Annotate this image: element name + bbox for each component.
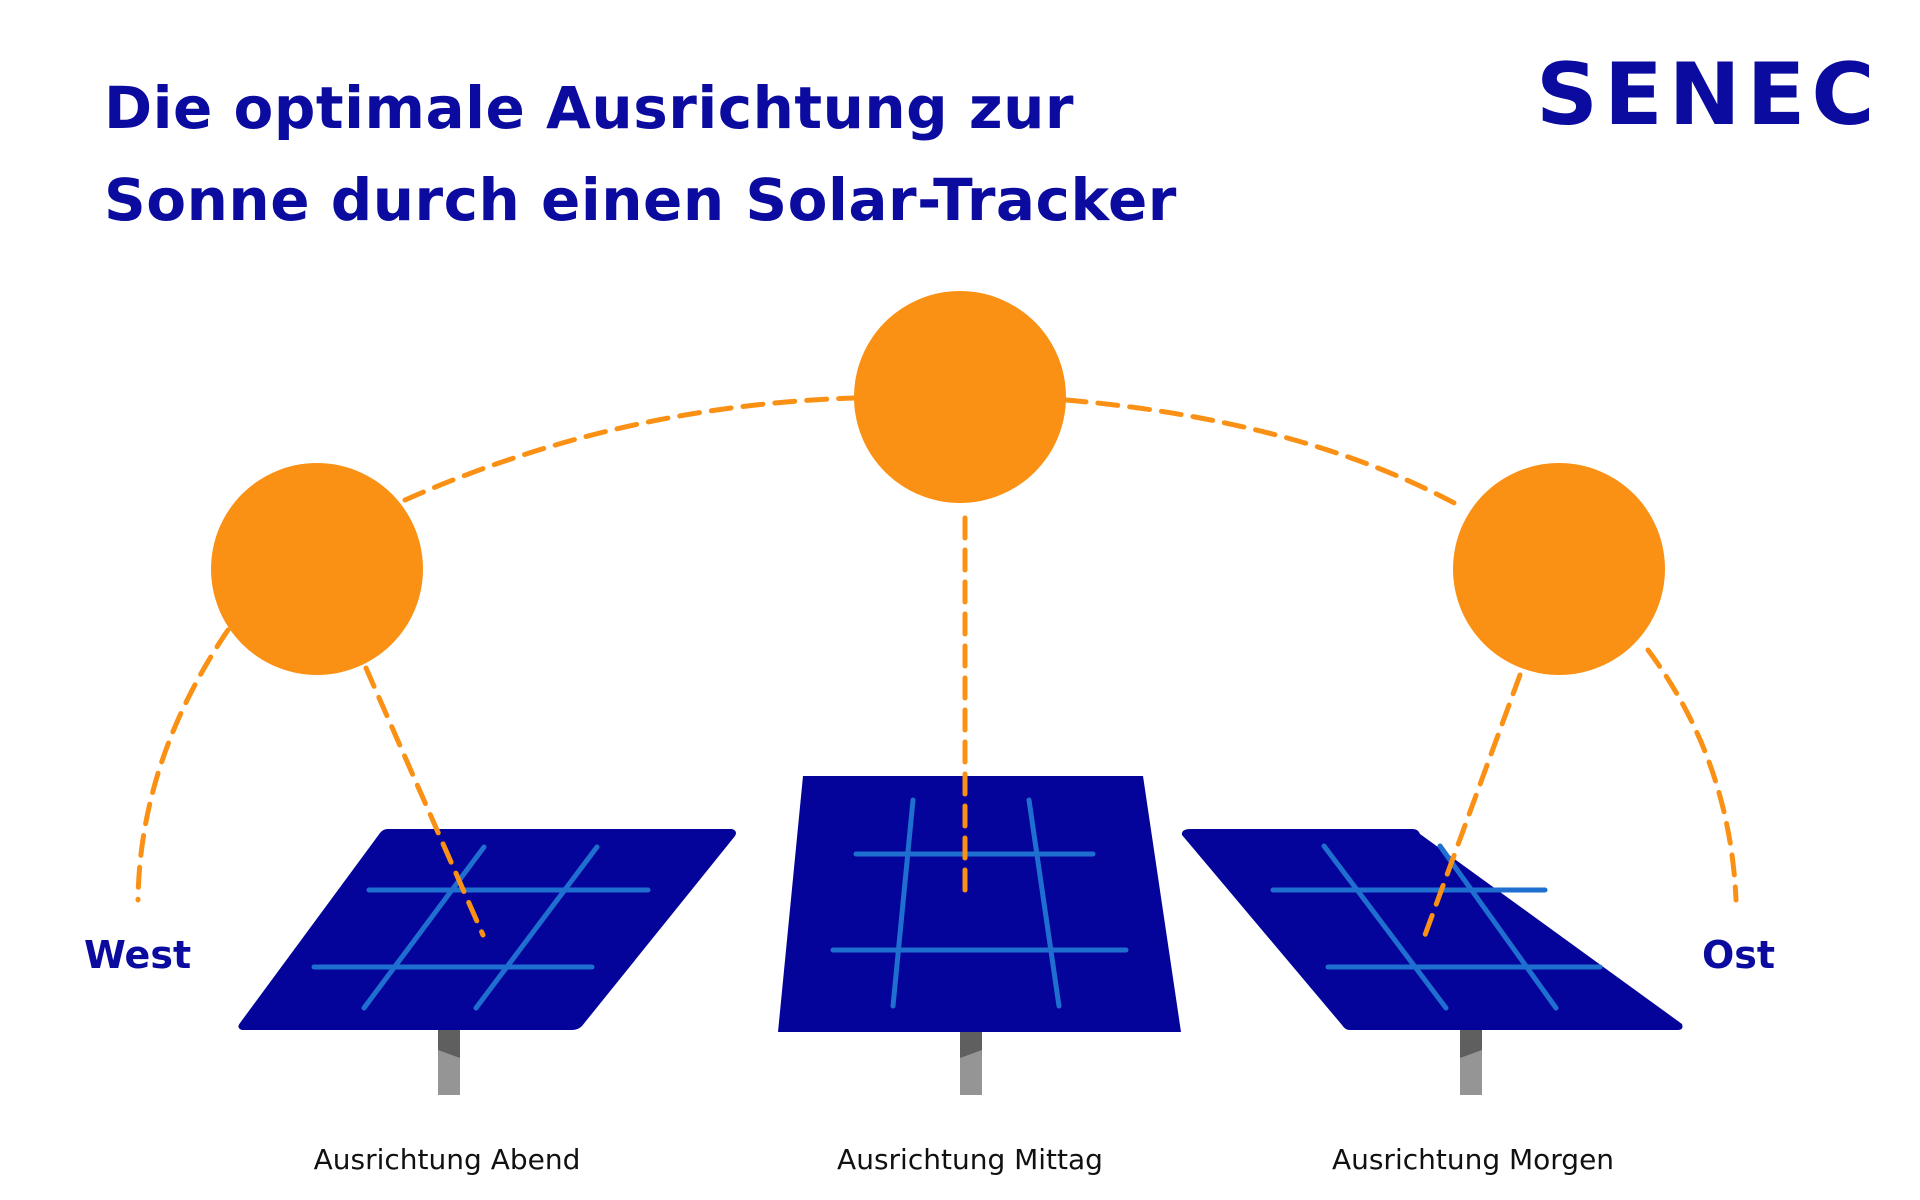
ray-evening xyxy=(363,665,486,938)
arc-west-to-noon xyxy=(402,395,858,503)
sun-rays xyxy=(363,515,1523,938)
panel-evening xyxy=(238,829,736,1095)
panel-face-evening xyxy=(238,829,736,1030)
arc-west-to-horizon xyxy=(135,627,231,903)
arc-noon-to-east xyxy=(1063,397,1461,508)
sun-morning-icon xyxy=(1453,463,1665,675)
panel-face-morning xyxy=(1181,829,1683,1030)
page-title: Die optimale Ausrichtung zur Sonne durch… xyxy=(104,62,1177,246)
east-label: Ost xyxy=(1702,933,1776,977)
caption-evening: Ausrichtung Abend xyxy=(313,1143,581,1176)
senec-logo: SENEC xyxy=(1536,45,1881,145)
title-line-1: Die optimale Ausrichtung zur xyxy=(104,74,1075,142)
west-label: West xyxy=(84,933,192,977)
caption-morning: Ausrichtung Morgen xyxy=(1331,1143,1615,1176)
panel-face-noon xyxy=(778,776,1181,1032)
sun-noon-icon xyxy=(854,291,1066,503)
title-line-2: Sonne durch einen Solar-Tracker xyxy=(104,166,1177,234)
sun-evening-icon xyxy=(211,463,423,675)
panel-morning xyxy=(1181,829,1683,1095)
arc-east-to-horizon xyxy=(1645,647,1739,903)
ray-morning xyxy=(1422,672,1523,938)
caption-noon: Ausrichtung Mittag xyxy=(837,1143,1103,1176)
panel-noon xyxy=(778,776,1181,1095)
sun-path xyxy=(135,395,1739,903)
